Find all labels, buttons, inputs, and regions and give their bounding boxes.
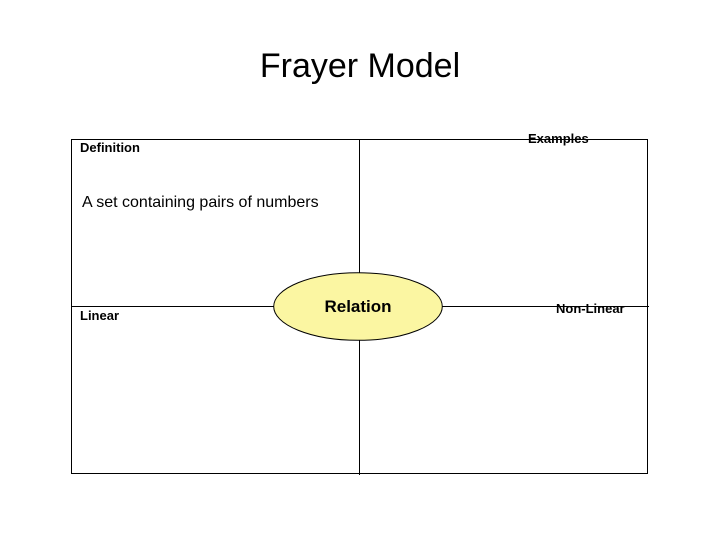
- quadrant-label-examples: Examples: [528, 131, 589, 146]
- ellipse-shape-icon: [273, 272, 443, 341]
- center-term-label: Relation: [324, 296, 392, 316]
- quadrant-label-non-linear: Non-Linear: [556, 301, 625, 316]
- quadrant-label-linear: Linear: [80, 308, 120, 323]
- center-term-ellipse: Relation: [273, 272, 443, 341]
- quadrant-label-definition: Definition: [80, 140, 140, 155]
- page-title: Frayer Model: [259, 47, 461, 85]
- quadrant-body-definition: A set containing pairs of numbers: [82, 194, 319, 211]
